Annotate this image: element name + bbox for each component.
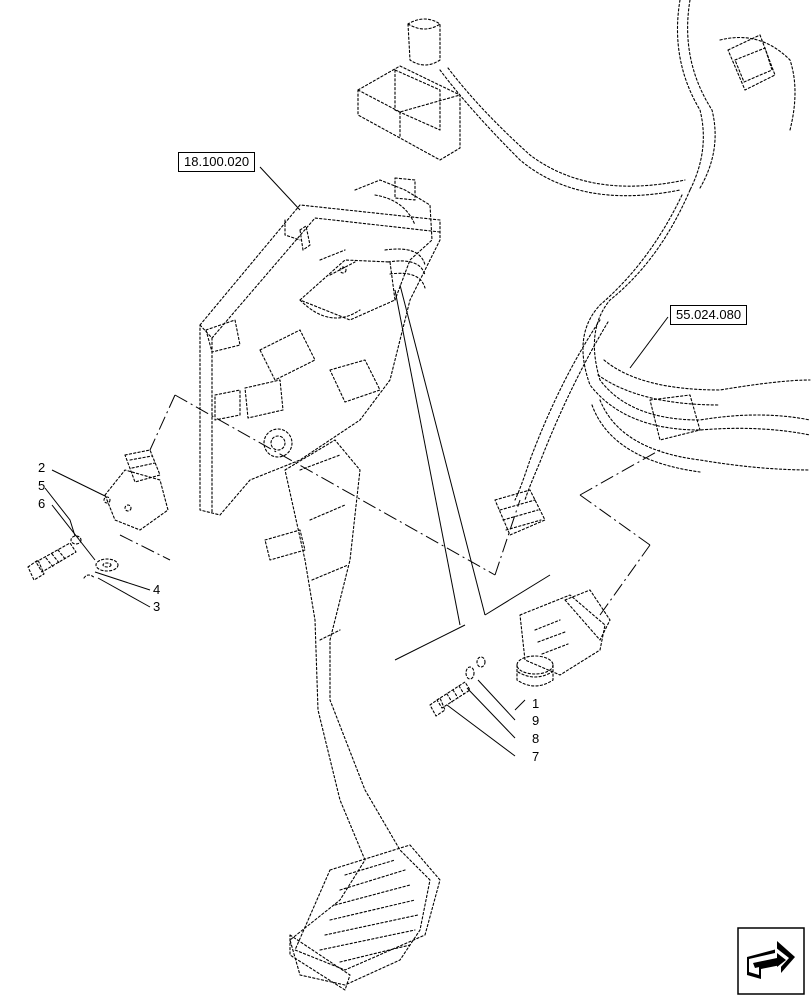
right-bolt [429,656,486,717]
leader-lines [44,166,669,757]
top-switch-block [357,18,461,161]
left-bolt [27,535,119,581]
right-sensor [516,589,611,687]
callout-5: 5 [38,478,46,493]
callout-1: 1 [532,696,540,711]
left-sensor [103,449,169,531]
next-page-arrow-icon[interactable] [737,927,805,995]
callout-7: 7 [532,749,540,764]
pedal-arm [264,439,441,991]
callout-6: 6 [38,496,46,511]
wiring-harness [439,0,811,536]
center-lines [119,394,661,616]
reference-box-harness[interactable]: 55.024.080 [670,305,748,325]
callout-8: 8 [532,731,540,746]
callout-3: 3 [153,599,161,614]
reference-box-pedal[interactable]: 18.100.020 [178,152,256,172]
callout-2: 2 [38,460,46,475]
pedal-bracket [199,177,441,516]
callout-9: 9 [532,713,540,728]
callout-4: 4 [153,582,161,597]
